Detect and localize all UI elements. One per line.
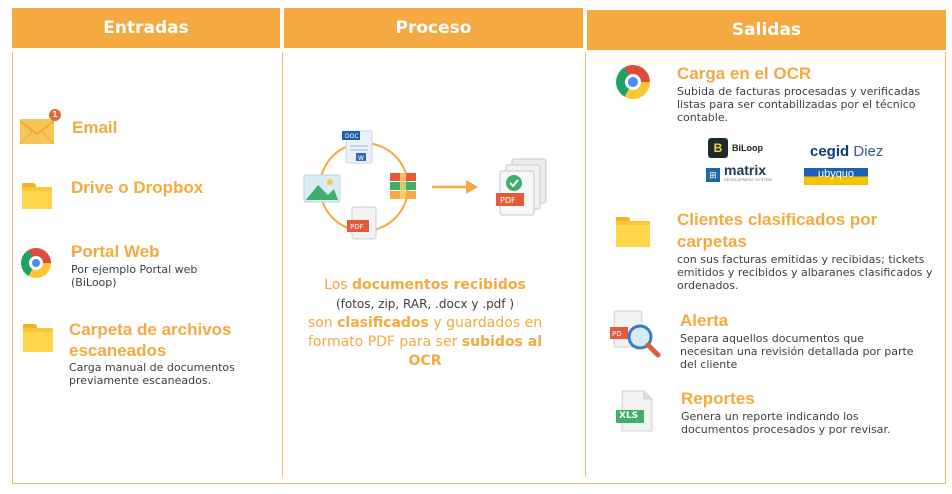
process-diagram: DOC W PDF xyxy=(300,125,560,245)
divider-left xyxy=(282,52,283,477)
process-text-bold: documentos recibidos xyxy=(352,277,526,293)
matrix-logo: ⊞ matrix DEVELOPMENT SYSTEM xyxy=(706,163,772,185)
outputs-title: Salidas xyxy=(731,20,802,40)
notification-badge: 1 xyxy=(49,109,61,121)
input-drive-title: Drive o Dropbox xyxy=(71,178,204,197)
process-text-bold: clasificados xyxy=(337,315,429,331)
process-text: Los xyxy=(324,277,353,293)
frame-bottom-line xyxy=(12,483,946,484)
xls-icon: XLS xyxy=(614,390,654,432)
svg-text:PDF: PDF xyxy=(500,196,516,205)
input-email-title: Email xyxy=(72,118,118,137)
inputs-title: Entradas xyxy=(103,18,189,38)
chrome-icon xyxy=(616,65,650,99)
folder-icon xyxy=(22,183,52,209)
svg-text:PD: PD xyxy=(612,330,622,338)
input-portal-title: Portal Web xyxy=(71,242,160,261)
xls-label: XLS xyxy=(619,411,639,421)
divider-right xyxy=(585,52,586,477)
cegid-logo: cegid Diez xyxy=(810,143,884,160)
input-scanned-desc: Carga manual de documentos previamente e… xyxy=(69,361,235,387)
inputs-header: Entradas xyxy=(12,8,280,48)
process-header: Proceso xyxy=(284,8,583,48)
input-scanned-title: Carpeta de archivos escaneados xyxy=(69,320,232,360)
svg-text:PDF: PDF xyxy=(350,223,364,231)
chrome-icon xyxy=(21,248,51,278)
svg-text:W: W xyxy=(358,155,364,162)
process-text-bold: subidos al xyxy=(461,334,543,350)
output-reports-title: Reportes xyxy=(681,389,755,408)
folder-icon xyxy=(616,217,650,247)
folder-icon xyxy=(23,324,53,352)
pdf-stack-icon: PDF xyxy=(496,158,547,216)
input-portal-desc: Por ejemplo Portal web (BiLoop) xyxy=(71,263,198,289)
process-formats: (fotos, zip, RAR, .docx y .pdf ) xyxy=(335,297,515,311)
process-text: y guardados en xyxy=(428,315,543,331)
output-clients-title: Clientes clasificados por carpetas xyxy=(677,210,878,251)
output-alert-desc: Separa aquellos documentos que necesitan… xyxy=(680,332,914,371)
process-title: Proceso xyxy=(395,18,472,38)
process-description: Los documentos recibidos (fotos, zip, RA… xyxy=(288,276,562,371)
process-text: son xyxy=(307,315,338,331)
output-clients-desc: con sus facturas emitidas y recibidas; t… xyxy=(677,253,933,292)
output-reports-desc: Genera un reporte indicando los document… xyxy=(681,410,891,436)
process-text: formato PDF para ser xyxy=(307,334,462,350)
outputs-header: Salidas xyxy=(587,10,946,50)
pdf-search-icon: PD xyxy=(610,309,662,361)
doc-file-icon: DOC W xyxy=(342,130,373,164)
ubyquo-logo: ubyquo xyxy=(804,168,868,185)
svg-text:DOC: DOC xyxy=(345,133,359,140)
pdf-file-icon: PDF xyxy=(347,206,377,240)
output-alert-title: Alerta xyxy=(680,311,729,330)
output-ocr-title: Carga en el OCR xyxy=(677,64,812,83)
archive-icon xyxy=(390,173,416,199)
email-icon: 1 xyxy=(19,109,61,145)
process-text-bold: OCR xyxy=(408,353,442,369)
image-file-icon xyxy=(303,174,341,203)
biloop-logo: B BiLoop xyxy=(708,138,763,158)
output-ocr-desc: Subida de facturas procesadas y verifica… xyxy=(677,85,921,124)
